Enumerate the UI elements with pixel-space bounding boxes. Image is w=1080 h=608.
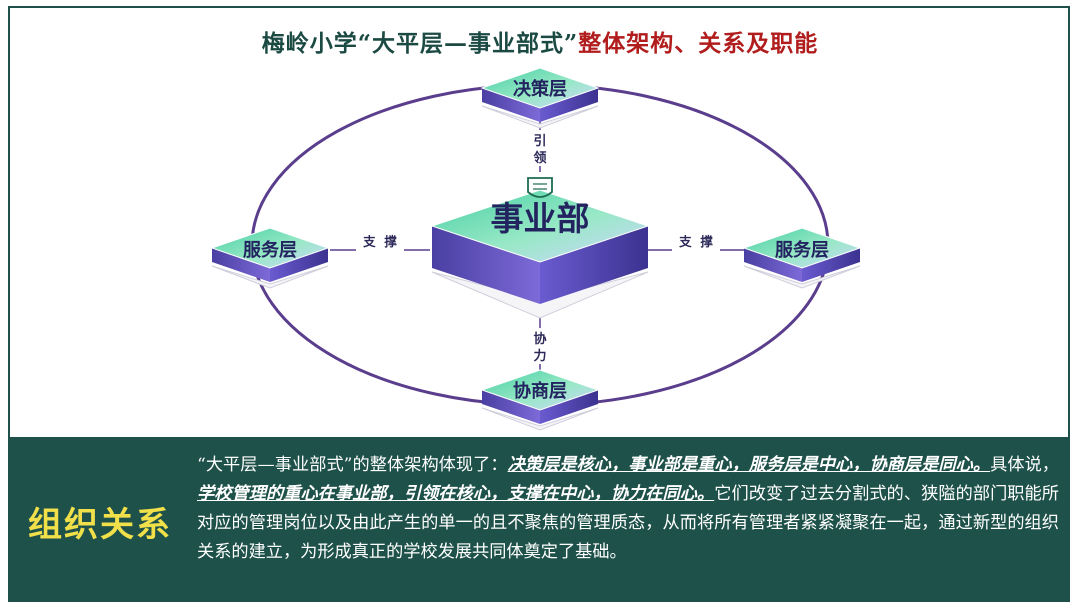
para-intro: “大平层—事业部式”的整体架构体现了： xyxy=(197,455,508,475)
section-paragraph: “大平层—事业部式”的整体架构体现了：决策层是核心，事业部是重心，服务层是中心，… xyxy=(197,451,1059,567)
node-decision-label: 决策层 xyxy=(513,78,567,100)
org-structure-diagram: 引 领 支 撑 支 撑 协 力 事业部 决策层 服务层 xyxy=(210,67,862,431)
center-node-label: 事业部 xyxy=(491,199,590,238)
link-right-label: 支 撑 xyxy=(678,234,713,249)
para-highlight-roles: 决策层是核心，事业部是重心，服务层是中心，协商层是同心。 xyxy=(507,455,991,475)
center-node-business-unit: 事业部 xyxy=(430,177,650,319)
node-service-left-label: 服务层 xyxy=(243,239,297,261)
node-service-layer-left: 服务层 xyxy=(210,227,330,289)
school-emblem-icon xyxy=(527,177,553,198)
section-title: 组织关系 xyxy=(28,505,172,545)
node-service-right-label: 服务层 xyxy=(775,239,829,261)
node-decision-layer: 决策层 xyxy=(480,67,600,129)
page-title: 梅岭小学“大平层—事业部式”整体架构、关系及职能 xyxy=(0,24,1080,58)
para-connector: 具体说， xyxy=(990,455,1059,475)
node-service-layer-right: 服务层 xyxy=(742,227,862,289)
para-highlight-management: 学校管理的重心在事业部，引领在核心，支撑在中心，协力在同心。 xyxy=(197,484,715,504)
link-bottom-char1: 协 xyxy=(533,331,546,347)
para-body: 它们改变了过去分割式的、狭隘的部门职能所对应的管理岗位以及由此产生的单一的且不聚… xyxy=(197,484,1059,562)
link-left-label: 支 撑 xyxy=(362,234,397,249)
link-bottom-char2: 力 xyxy=(533,348,546,364)
link-top-char1: 引 xyxy=(533,134,546,149)
link-top-char2: 领 xyxy=(533,150,546,166)
title-part-topic: 整体架构、关系及职能 xyxy=(578,30,819,57)
node-consultation-layer: 协商层 xyxy=(480,369,600,431)
org-relations-panel: 组织关系 “大平层—事业部式”的整体架构体现了：决策层是核心，事业部是重心，服务… xyxy=(8,437,1070,602)
node-consultation-label: 协商层 xyxy=(513,380,567,402)
title-part-school: 梅岭小学“大平层—事业部式” xyxy=(261,30,579,57)
